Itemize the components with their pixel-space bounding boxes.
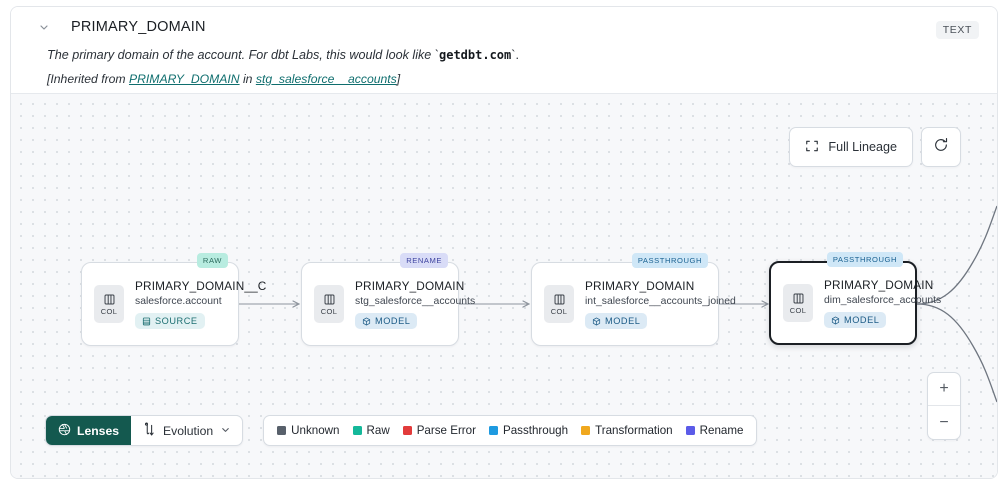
node-kind-label: MODEL: [375, 316, 411, 326]
column-description: The primary domain of the account. For d…: [47, 47, 979, 64]
legend-item[interactable]: Parse Error: [402, 424, 476, 437]
description-code: getdbt.com: [439, 48, 512, 62]
zoom-controls: + −: [927, 372, 961, 440]
evolution-icon: [142, 422, 156, 440]
node-kind-label: MODEL: [605, 316, 641, 326]
node-kind-badge: SOURCE: [135, 313, 205, 329]
legend-item[interactable]: Passthrough: [488, 424, 569, 437]
description-prefix: The primary domain of the account. For d…: [47, 48, 439, 62]
lenses-button[interactable]: Lenses: [46, 416, 132, 445]
column-header: PRIMARY_DOMAIN TEXT The primary domain o…: [11, 7, 997, 92]
lineage-node[interactable]: RAW COL PRIMARY_DOMAIN__C salesforce.acc…: [81, 253, 266, 346]
cube-icon: [362, 317, 371, 325]
node-column-name: PRIMARY_DOMAIN__C: [135, 279, 267, 293]
refresh-button[interactable]: [921, 127, 961, 167]
node-column-name: PRIMARY_DOMAIN: [824, 278, 934, 292]
lenses-label: Lenses: [77, 423, 120, 438]
lineage-node-selected[interactable]: PASSTHROUGH COL PRIMARY_DOMAIN dim_sales…: [769, 252, 941, 345]
lineage-canvas[interactable]: RAW COL PRIMARY_DOMAIN__C salesforce.acc…: [11, 93, 997, 478]
edge-out-upper: [916, 205, 997, 305]
zoom-out-button[interactable]: −: [939, 413, 949, 431]
col-chip-label: COL: [550, 306, 568, 316]
lineage-node[interactable]: RENAME COL PRIMARY_DOMAIN stg_salesforce…: [301, 253, 475, 346]
node-kind-label: SOURCE: [155, 316, 198, 326]
column-icon: COL: [783, 284, 813, 322]
legend-swatch: [277, 426, 287, 435]
database-icon: [142, 317, 151, 325]
full-lineage-label: Full Lineage: [828, 140, 897, 154]
inherited-prefix: [Inherited from: [47, 72, 129, 86]
evolution-dropdown[interactable]: Evolution: [131, 416, 242, 445]
node-source-name: salesforce.account: [135, 296, 222, 307]
refresh-icon: [933, 137, 949, 158]
legend: Unknown Raw Parse Error Passthrough Transfor…: [263, 415, 758, 446]
legend-swatch: [488, 426, 498, 435]
full-lineage-button[interactable]: Full Lineage: [789, 127, 913, 167]
status-badge: TEXT: [935, 21, 979, 39]
chevron-down-icon[interactable]: [37, 20, 51, 34]
lenses-evolution-group: Lenses Evolution: [45, 415, 244, 446]
node-kind-badge: MODEL: [355, 313, 418, 329]
legend-swatch: [685, 426, 695, 435]
node-type-tag: PASSTHROUGH: [631, 253, 708, 268]
node-source-name: stg_salesforce__accounts: [355, 296, 476, 307]
column-icon: COL: [544, 285, 574, 323]
canvas-bottom-bar: Lenses Evolution: [45, 415, 758, 446]
col-chip-label: COL: [789, 305, 807, 315]
aperture-icon: [58, 423, 71, 439]
legend-swatch: [352, 426, 362, 435]
evolution-label: Evolution: [163, 423, 214, 438]
node-type-tag: PASSTHROUGH: [826, 252, 903, 267]
node-kind-badge: MODEL: [824, 312, 887, 328]
legend-swatch: [581, 426, 591, 435]
col-chip-label: COL: [320, 306, 338, 316]
node-column-name: PRIMARY_DOMAIN: [355, 279, 465, 293]
legend-label: Transformation: [595, 424, 673, 437]
legend-label: Passthrough: [502, 424, 569, 437]
column-icon: COL: [314, 285, 344, 323]
node-column-name: PRIMARY_DOMAIN: [585, 279, 695, 293]
inherited-model-link[interactable]: stg_salesforce__accounts: [255, 72, 397, 86]
legend-swatch: [402, 426, 412, 435]
description-suffix: `.: [511, 48, 519, 62]
node-kind-badge: MODEL: [585, 313, 648, 329]
inherited-suffix: ]: [396, 72, 401, 86]
node-type-tag: RENAME: [400, 253, 448, 268]
legend-label: Rename: [699, 424, 744, 437]
edge-out-lower: [916, 303, 997, 403]
page-title: PRIMARY_DOMAIN: [71, 19, 206, 35]
cube-icon: [592, 317, 601, 325]
canvas-top-controls: Full Lineage: [789, 127, 961, 167]
legend-label: Raw: [366, 424, 390, 437]
inherited-mid: in: [239, 72, 256, 86]
col-chip-label: COL: [100, 306, 118, 316]
node-source-name: int_salesforce__accounts_joined: [585, 296, 736, 307]
expand-corners-icon: [805, 139, 819, 156]
legend-item[interactable]: Unknown: [277, 424, 340, 437]
inherited-column-link[interactable]: PRIMARY_DOMAIN: [128, 72, 240, 86]
lineage-edges: [239, 205, 997, 403]
legend-item[interactable]: Rename: [685, 424, 744, 437]
zoom-in-button[interactable]: +: [928, 373, 960, 406]
lineage-panel: PRIMARY_DOMAIN TEXT The primary domain o…: [10, 6, 998, 479]
node-type-tag: RAW: [196, 253, 228, 268]
node-kind-label: MODEL: [844, 315, 880, 325]
chevron-down-icon: [220, 424, 231, 438]
lineage-node[interactable]: PASSTHROUGH COL PRIMARY_DOMAIN int_sales…: [531, 253, 736, 346]
column-icon: COL: [94, 285, 124, 323]
cube-icon: [831, 316, 840, 324]
legend-item[interactable]: Transformation: [581, 424, 673, 437]
inherited-note: [Inherited from PRIMARY_DOMAIN in stg_sa…: [47, 72, 979, 86]
legend-label: Parse Error: [416, 424, 476, 437]
node-source-name: dim_salesforce_accounts: [824, 295, 942, 306]
legend-item[interactable]: Raw: [352, 424, 390, 437]
legend-label: Unknown: [291, 424, 340, 437]
